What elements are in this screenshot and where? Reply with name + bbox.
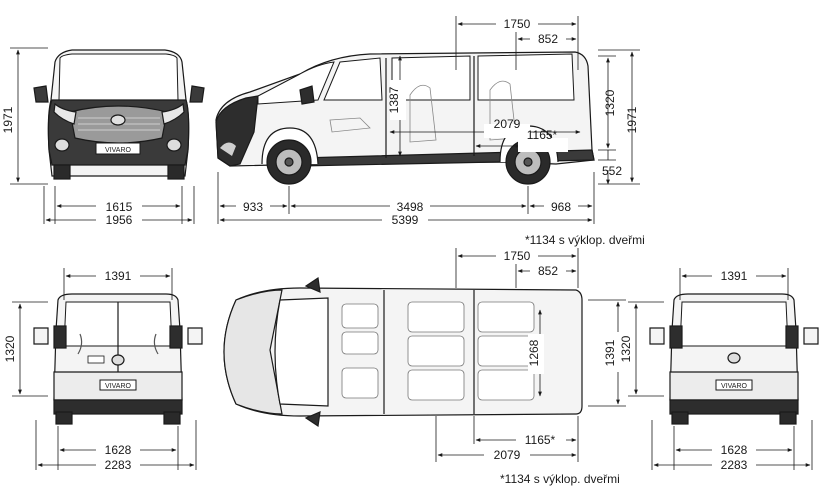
front-track-label: 1615 (106, 200, 133, 214)
side-dimensions: 1750 852 1387 1320 1971 2079 1165* 552 9… (217, 16, 640, 227)
top-2079-label: 2079 (494, 448, 521, 462)
front-badge: VIVARO (105, 147, 131, 154)
rear-right-1391-label: 1391 (721, 269, 748, 283)
top-1165-label: 1165* (525, 433, 556, 447)
side-5399-label: 5399 (392, 213, 419, 227)
top-1391-label: 1391 (603, 339, 617, 366)
rear-view-right (649, 293, 819, 425)
top-1750-label: 1750 (504, 249, 531, 263)
side-2079-label: 2079 (494, 117, 521, 131)
rear-right-2283-label: 2283 (721, 458, 748, 472)
front-width-label: 1956 (106, 213, 133, 227)
side-1387-label: 1387 (387, 86, 401, 113)
side-852-label: 852 (538, 32, 558, 46)
top-852-label: 852 (538, 264, 558, 278)
side-933-label: 933 (243, 200, 263, 214)
rear-right-1320-label: 1320 (619, 335, 633, 362)
side-1971-label: 1971 (625, 106, 639, 133)
top-view (223, 276, 583, 428)
side-1320-label: 1320 (603, 89, 617, 116)
top-1268-label: 1268 (527, 339, 541, 366)
side-1750-label: 1750 (504, 17, 531, 31)
rear-right-1628-label: 1628 (721, 443, 748, 457)
rear-left-badge: VIVARO (105, 383, 131, 390)
side-1165-label: 1165* (527, 128, 558, 142)
rear-left-2283-label: 2283 (105, 458, 132, 472)
rear-view-left (33, 293, 203, 425)
rear-left-1391-label: 1391 (105, 269, 132, 283)
top-dimensions: 1750 852 1268 1391 1165* 2079 (435, 248, 626, 462)
rear-left-1628-label: 1628 (105, 443, 132, 457)
side-968-label: 968 (551, 200, 571, 214)
bottom-footnote: *1134 s výklop. dveřmi (500, 472, 620, 486)
side-3498-label: 3498 (397, 200, 424, 214)
rear-left-1320-label: 1320 (3, 335, 17, 362)
front-dimensions: 1971 1615 1956 (1, 47, 195, 227)
side-footnote: *1134 s výklop. dveřmi (525, 233, 645, 247)
rear-left-dimensions: 1391 1320 1628 2283 (3, 268, 197, 472)
side-552-label: 552 (602, 164, 622, 178)
front-height-label: 1971 (1, 106, 15, 133)
rear-right-dimensions: 1391 1320 1628 2283 (619, 268, 813, 472)
front-view (33, 49, 205, 180)
rear-right-badge: VIVARO (721, 383, 747, 390)
